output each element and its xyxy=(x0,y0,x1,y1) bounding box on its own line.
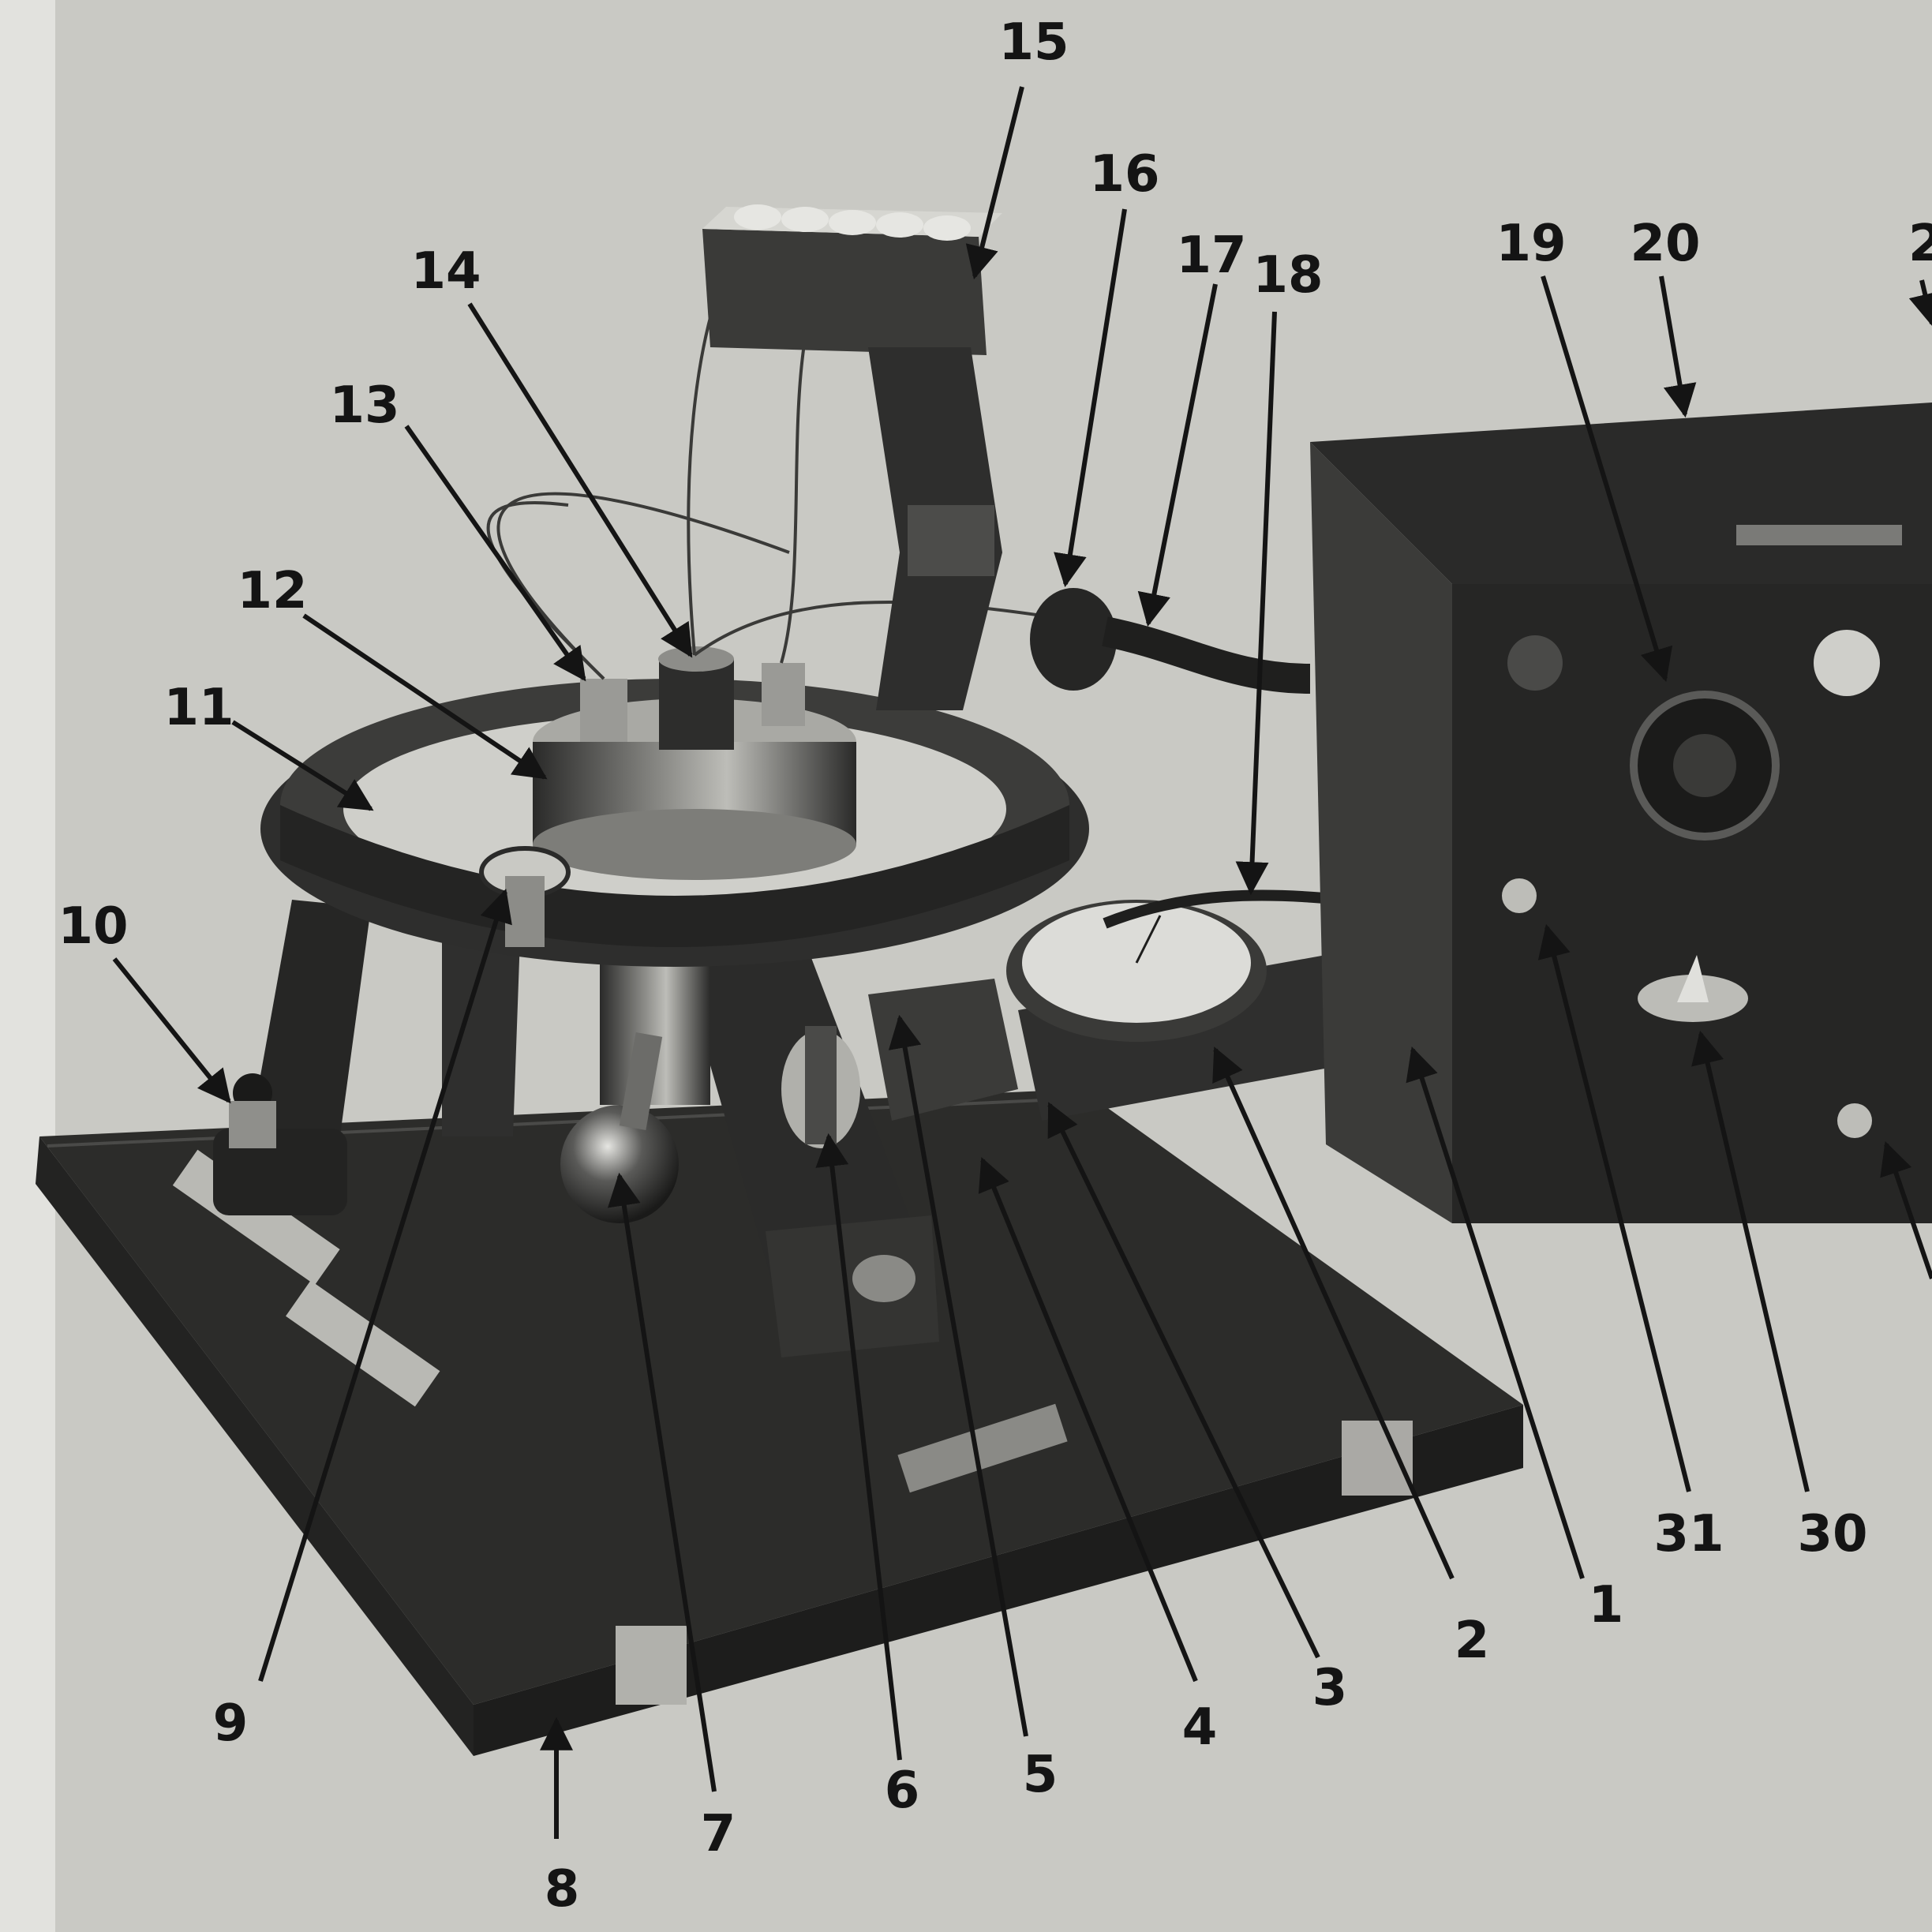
callout-7: 7 xyxy=(701,1805,736,1863)
micrometer-slide xyxy=(766,979,1018,1357)
callout-19: 19 xyxy=(1496,215,1566,273)
callout-30: 30 xyxy=(1797,1505,1867,1563)
callout-11: 11 xyxy=(163,679,234,737)
callout-5: 5 xyxy=(1023,1746,1058,1804)
callout-10: 10 xyxy=(58,897,128,956)
fuse-holder xyxy=(1814,630,1880,696)
sample-holder xyxy=(533,646,856,880)
callout-6: 6 xyxy=(885,1762,920,1820)
callout-3: 3 xyxy=(1312,1659,1348,1717)
graduated-turntable xyxy=(260,679,1089,967)
callout-4: 4 xyxy=(1182,1698,1218,1757)
pilot-lamp xyxy=(1507,635,1563,691)
callout-8: 8 xyxy=(545,1860,580,1919)
callout-20: 20 xyxy=(1630,215,1700,273)
left-page-edge xyxy=(0,0,55,1932)
callout-12: 12 xyxy=(237,562,307,620)
lead-wires xyxy=(486,251,1043,680)
callout-21-partial: 2 xyxy=(1908,215,1932,273)
callout-18: 18 xyxy=(1252,246,1323,305)
callout-31: 31 xyxy=(1653,1505,1724,1563)
callout-17: 17 xyxy=(1176,227,1246,285)
callout-15: 15 xyxy=(998,13,1069,72)
callout-16: 16 xyxy=(1089,145,1159,204)
callout-1: 1 xyxy=(1589,1576,1624,1634)
support-arm xyxy=(868,347,1002,710)
callout-2: 2 xyxy=(1455,1612,1490,1670)
terminal-block xyxy=(702,204,1002,355)
control-cabinet xyxy=(1310,402,1932,1223)
ball-handle xyxy=(560,1105,679,1223)
callout-14: 14 xyxy=(410,242,481,301)
callout-9: 9 xyxy=(213,1694,249,1753)
callout-13: 13 xyxy=(329,376,399,435)
input-switch xyxy=(1837,1103,1872,1138)
cable-connector xyxy=(1030,588,1311,694)
callout-labels: 1 2 3 4 5 6 7 8 9 10 11 12 13 14 15 16 1… xyxy=(58,13,1932,1919)
leader-lines xyxy=(112,86,1932,1839)
power-switch xyxy=(1502,878,1537,913)
